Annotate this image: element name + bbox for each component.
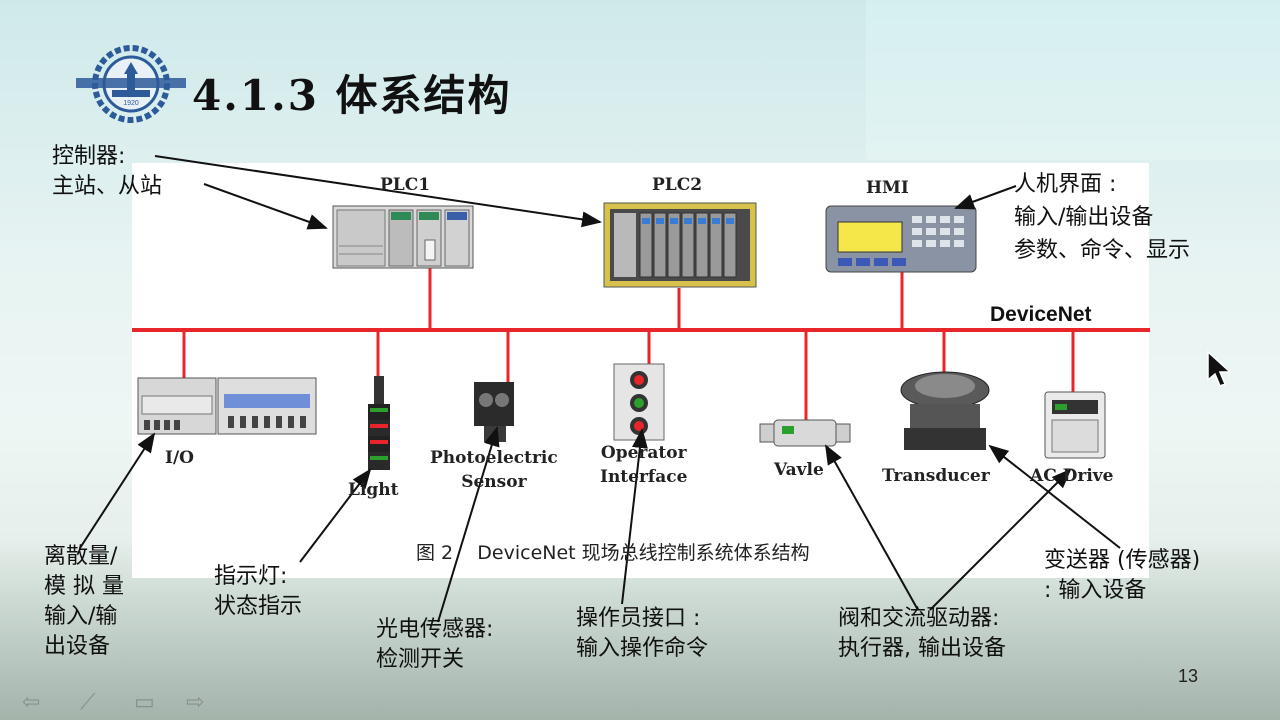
label-hmi: HMI: [866, 178, 909, 198]
hmi-device-icon: [825, 205, 977, 273]
university-logo: 1920: [76, 45, 186, 123]
arrow-left-icon[interactable]: ⇦: [22, 690, 41, 715]
plc2-device-icon: [603, 202, 757, 288]
arrow-light: [299, 468, 372, 563]
transducer-device-icon: [900, 371, 990, 450]
light-device-icon: [368, 376, 390, 470]
label-photoelectric-sensor: Photoelectric Sensor: [430, 448, 558, 492]
devicenet-label: DeviceNet: [990, 303, 1092, 326]
label-light: Light: [348, 480, 399, 500]
annotation-controller: 控制器: 主站、从站: [52, 144, 163, 199]
edit-icon[interactable]: ⟋: [80, 690, 96, 715]
mouse-cursor-icon: [1207, 350, 1232, 387]
arrow-photo: [437, 426, 500, 623]
arrow-transmitter: [988, 444, 1121, 549]
label-transducer: Transducer: [882, 466, 990, 486]
arrow-actuator-valve: [825, 444, 919, 611]
logo-year: 1920: [123, 100, 139, 107]
arrow-right-icon[interactable]: ⇨: [186, 690, 205, 715]
annotation-light: 指示灯: 状态指示: [214, 564, 303, 619]
arrow-operator: [621, 428, 648, 605]
operator-interface-icon: [613, 363, 665, 441]
arrow-controller-plc2: [154, 155, 602, 228]
square-icon[interactable]: ▭: [134, 690, 155, 715]
arrow-controller-plc1: [203, 183, 328, 230]
valve-device-icon: [759, 419, 851, 447]
figure-caption: 图 2 DeviceNet 现场总线控制系统体系结构: [416, 542, 810, 564]
photoelectric-sensor-icon: [474, 382, 514, 442]
label-valve: Vavle: [774, 460, 824, 480]
annotation-actuator: 阀和交流驱动器: 执行器, 输出设备: [838, 606, 1006, 661]
io-device-icon: [137, 377, 317, 435]
plc1-device-icon: [332, 205, 474, 269]
annotation-io: 离散量/ 模 拟 量 输入/输 出设备: [44, 544, 124, 659]
slide-title: 4.1.3 体系结构: [192, 71, 512, 120]
page-number: 13: [1178, 666, 1199, 686]
annotation-operator: 操作员接口 : 输入操作命令: [576, 606, 709, 661]
arrow-hmi: [954, 185, 1017, 210]
annotation-hmi: 人机界面 : 输入/输出设备 参数、命令、显示: [1014, 172, 1191, 263]
label-ac-drive: AC Drive: [1030, 466, 1114, 486]
label-io: I/O: [165, 448, 194, 468]
annotation-transmitter: 变送器 (传感器) : 输入设备: [1044, 548, 1201, 603]
arrow-actuator-acdrive: [929, 468, 1072, 611]
label-plc1: PLC1: [380, 175, 431, 195]
decorative-panel: [866, 0, 1280, 160]
label-operator-interface: Operator Interface: [600, 443, 688, 487]
label-plc2: PLC2: [652, 175, 703, 195]
ac-drive-device-icon: [1044, 391, 1106, 459]
arrow-io: [79, 432, 156, 549]
annotation-photoelectric: 光电传感器: 检测开关: [376, 617, 494, 672]
